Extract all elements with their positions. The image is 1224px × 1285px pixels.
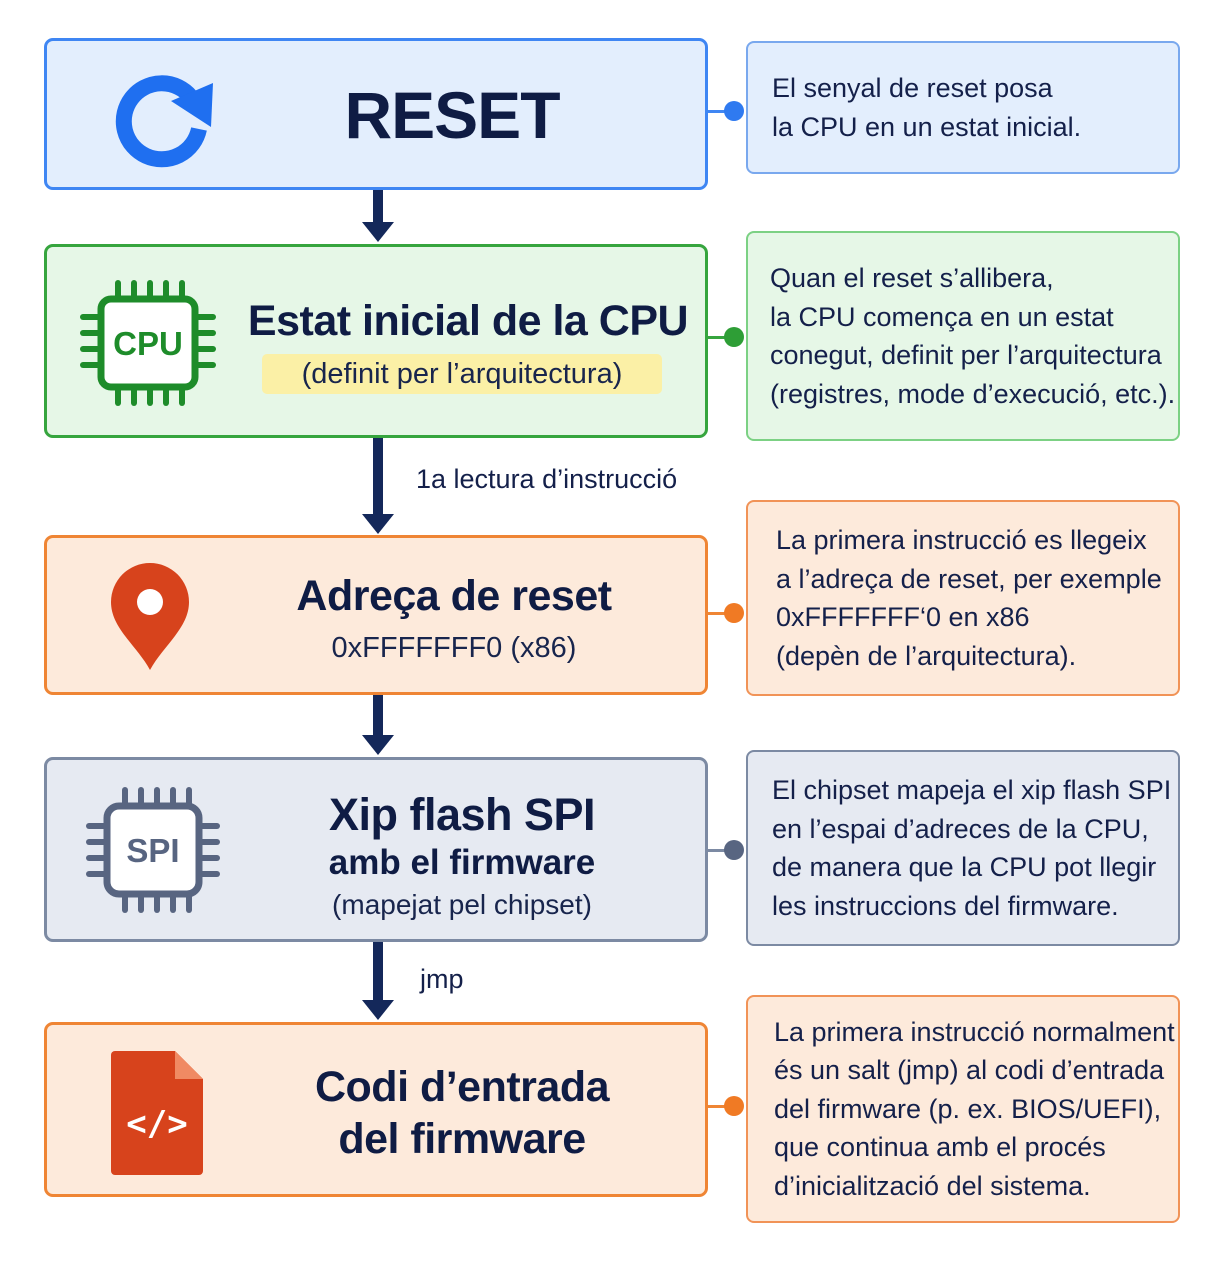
flow-arrow-1 bbox=[373, 190, 383, 222]
connector-dot-reset bbox=[724, 101, 744, 121]
cpu-chip-label: CPU bbox=[113, 325, 183, 362]
note-entry-line: és un salt (jmp) al codi d’entrada bbox=[774, 1055, 1165, 1086]
step-address-subtitle: 0xFFFFFFF0 (x86) bbox=[331, 632, 577, 664]
step-flash-title-line2: amb el firmware bbox=[328, 843, 596, 882]
note-reset: El senyal de reset posa la CPU en un est… bbox=[746, 41, 1180, 174]
note-entry-line: d’inicialització del sistema. bbox=[774, 1170, 1091, 1201]
connector-dot-cpu bbox=[724, 327, 744, 347]
note-entry-line: del firmware (p. ex. BIOS/UEFI), bbox=[774, 1093, 1162, 1124]
note-address-line: (depèn de l’arquitectura). bbox=[776, 640, 1077, 671]
step-address-box: Adreça de reset 0xFFFFFFF0 (x86) bbox=[44, 535, 708, 695]
step-flash-subtitle: (mapejat pel chipset) bbox=[332, 889, 592, 920]
spi-chip-label: SPI bbox=[126, 832, 179, 869]
flow-arrow-2-head bbox=[362, 514, 394, 534]
note-flash: El chipset mapeja el xip flash SPI en l’… bbox=[746, 750, 1180, 946]
note-cpu-line: conegut, definit per l’arquitectura bbox=[770, 340, 1162, 370]
connector-dot-flash bbox=[724, 840, 744, 860]
connector-flash bbox=[708, 849, 734, 852]
note-entry-line: que continua amb el procés bbox=[774, 1132, 1106, 1163]
note-reset-line: El senyal de reset posa bbox=[772, 73, 1053, 103]
cpu-chip-icon: CPU bbox=[80, 280, 216, 406]
step-entry-title-line1: Codi d’entrada bbox=[314, 1063, 610, 1111]
code-file-icon: </> bbox=[111, 1051, 203, 1175]
note-reset-line: la CPU en un estat inicial. bbox=[772, 111, 1082, 142]
connector-reset bbox=[708, 110, 734, 113]
note-entry: La primera instrucció normalment és un s… bbox=[746, 995, 1180, 1223]
note-cpu-line: Quan el reset s’allibera, bbox=[770, 263, 1054, 293]
note-flash-line: en l’espai d’adreces de la CPU, bbox=[772, 813, 1149, 844]
step-flash-title-line1: Xip flash SPI bbox=[328, 789, 596, 840]
edge-label-first-fetch: 1a lectura d’instrucció bbox=[416, 464, 678, 494]
location-pin-icon bbox=[111, 563, 189, 670]
note-flash-line: de manera que la CPU pot llegir bbox=[772, 852, 1157, 882]
flow-arrow-3-head bbox=[362, 735, 394, 755]
connector-entry bbox=[708, 1105, 734, 1108]
step-entry-box: </> Codi d’entrada del firmware bbox=[44, 1022, 708, 1197]
step-flash-box: SPI Xip flash SPI amb el firmware (mapej… bbox=[44, 757, 708, 942]
connector-cpu bbox=[708, 336, 734, 339]
step-cpu-subtitle: (definit per l’arquitectura) bbox=[262, 354, 662, 394]
connector-dot-address bbox=[724, 603, 744, 623]
step-entry-title-line2: del firmware bbox=[338, 1115, 586, 1163]
flow-arrow-2 bbox=[373, 438, 383, 514]
step-address-title: Adreça de reset bbox=[296, 572, 612, 620]
note-flash-line: El chipset mapeja el xip flash SPI bbox=[772, 775, 1172, 805]
refresh-icon bbox=[115, 75, 213, 168]
note-cpu-line: la CPU comença en un estat bbox=[770, 301, 1114, 332]
note-address-line: La primera instrucció es llegeix bbox=[776, 525, 1147, 555]
spi-chip-icon: SPI bbox=[86, 787, 220, 913]
note-cpu: Quan el reset s’allibera, la CPU comença… bbox=[746, 231, 1180, 441]
note-address: La primera instrucció es llegeix a l’adr… bbox=[746, 500, 1180, 696]
connector-dot-entry bbox=[724, 1096, 744, 1116]
code-file-label: </> bbox=[126, 1104, 187, 1144]
step-cpu-title: Estat inicial de la CPU bbox=[247, 297, 689, 345]
step-reset-title: RESET bbox=[344, 78, 560, 152]
flow-arrow-3 bbox=[373, 695, 383, 735]
note-entry-line: La primera instrucció normalment bbox=[774, 1016, 1175, 1047]
note-flash-line: les instruccions del firmware. bbox=[772, 890, 1119, 921]
note-address-line: a l’adreça de reset, per exemple bbox=[776, 563, 1162, 594]
flow-arrow-4-head bbox=[362, 1000, 394, 1020]
step-cpu-box: CPU Estat inicial de la CPU (definit per… bbox=[44, 244, 708, 438]
edge-label-jump: jmp bbox=[420, 964, 464, 994]
note-cpu-line: (registres, mode d’execució, etc.). bbox=[770, 378, 1176, 409]
note-address-line: 0xFFFFFFF‘0 en x86 bbox=[776, 602, 1030, 632]
connector-address bbox=[708, 612, 734, 615]
flow-arrow-1-head bbox=[362, 222, 394, 242]
step-reset-box: RESET bbox=[44, 38, 708, 190]
flow-arrow-4 bbox=[373, 942, 383, 1000]
